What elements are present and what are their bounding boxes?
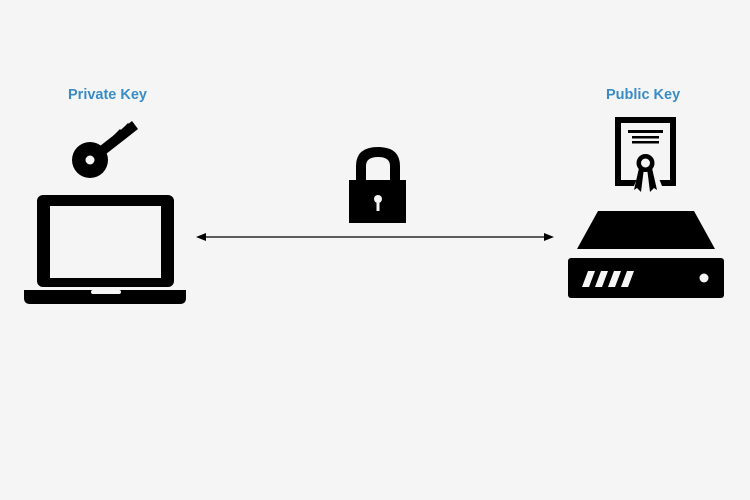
server-icon — [568, 211, 724, 298]
certificate-icon — [615, 117, 676, 192]
public-key-label: Public Key — [606, 87, 681, 103]
bidirectional-arrow — [196, 233, 554, 241]
private-key-label: Private Key — [68, 87, 147, 103]
padlock-icon — [349, 147, 406, 223]
laptop-icon — [24, 195, 186, 304]
key-icon — [72, 121, 138, 178]
